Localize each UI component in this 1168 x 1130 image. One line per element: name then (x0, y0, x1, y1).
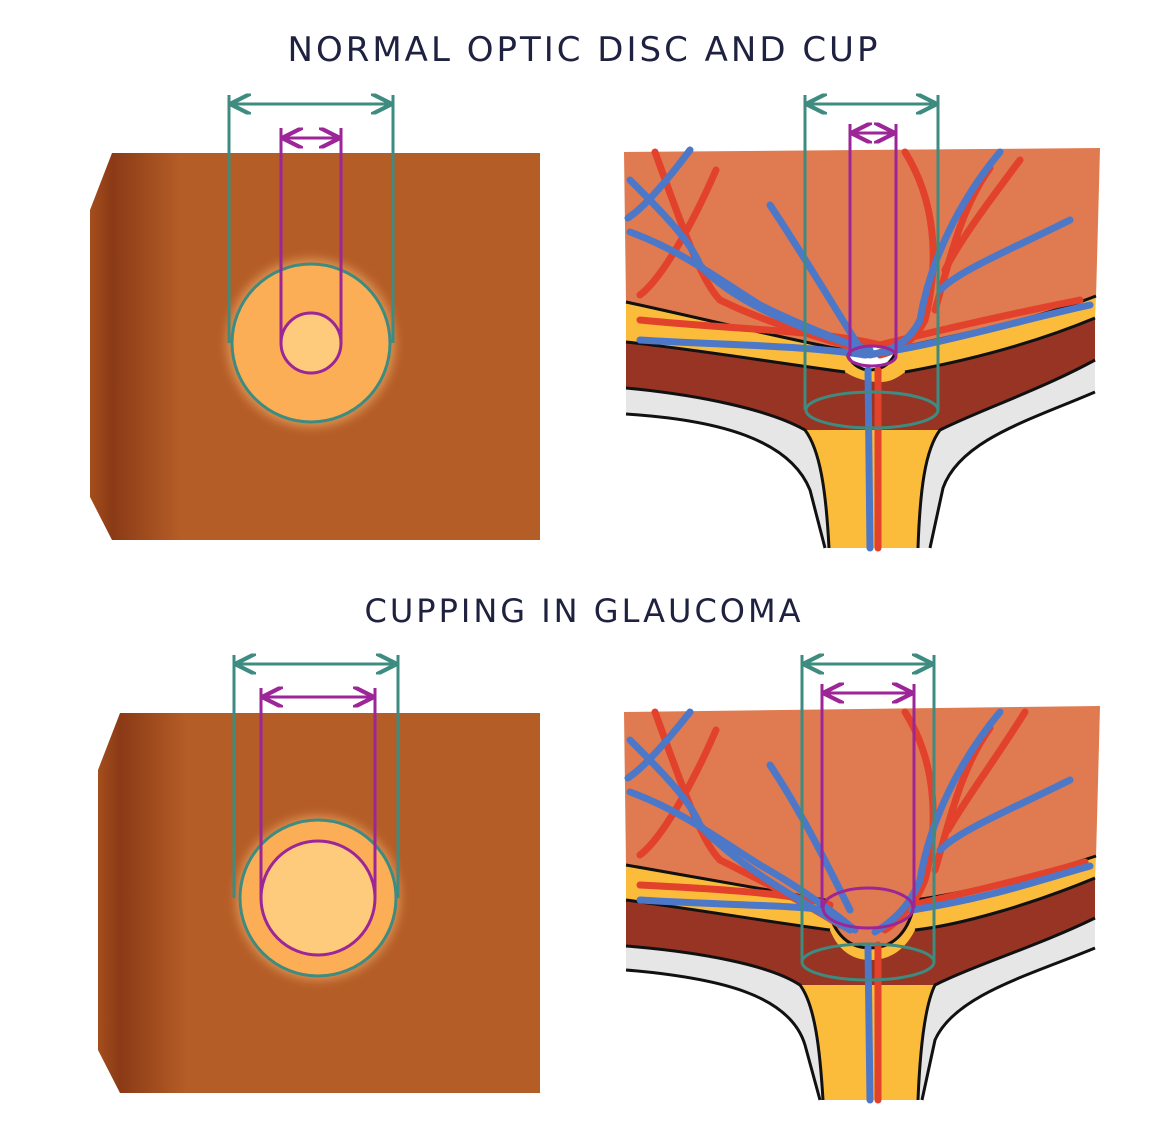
nerve-fiber-layer (626, 296, 1096, 382)
artery (881, 708, 937, 934)
title-cupping-glaucoma: CUPPING IN GLAUCOMA (364, 592, 804, 630)
vein (908, 862, 1094, 914)
vein (636, 301, 1094, 359)
glaucoma-fundus-view (98, 0, 540, 1093)
artery (636, 296, 1084, 349)
normal-fundus-view (90, 0, 540, 540)
artery (944, 708, 1029, 834)
vein (871, 708, 1004, 936)
vein (636, 896, 832, 914)
vein (936, 216, 1074, 294)
artery (908, 858, 1089, 909)
vein (936, 776, 1074, 854)
artery (941, 156, 1024, 274)
vein (864, 944, 874, 1104)
vein (626, 228, 874, 356)
vein (624, 146, 694, 222)
normal-cross-section (624, 0, 1100, 552)
vein (864, 366, 874, 552)
nerve-fiber-layer (626, 856, 1096, 960)
vein (624, 708, 694, 782)
title-normal-optic-disc: NORMAL OPTIC DISC AND CUP (287, 30, 881, 70)
